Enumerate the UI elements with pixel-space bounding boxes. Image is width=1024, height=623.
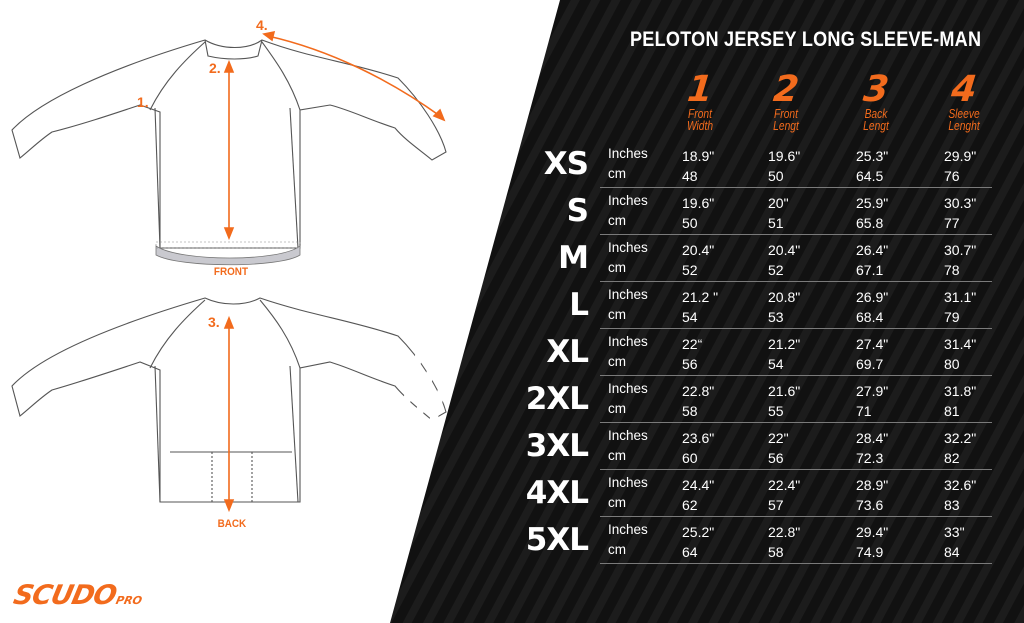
size-label-5xl: 5XL xyxy=(525,522,589,558)
size-label-2xl: 2XL xyxy=(525,381,589,417)
marker-3: 3. xyxy=(208,314,220,330)
row-separator xyxy=(600,375,992,376)
marker-1: 1. xyxy=(137,94,149,110)
size-label-xl: XL xyxy=(546,334,589,370)
front-hem xyxy=(155,245,301,266)
row-separator xyxy=(600,469,992,470)
size-label-s: S xyxy=(566,193,589,229)
marker-2: 2. xyxy=(209,60,221,76)
page-title: PELOTON JERSEY LONG SLEEVE-MAN xyxy=(630,28,982,51)
row-separator xyxy=(600,563,992,564)
row-separator xyxy=(600,516,992,517)
column-header-3: 3 Back Lengt xyxy=(861,69,891,133)
size-label-xs: XS xyxy=(543,146,589,182)
back-label: BACK xyxy=(217,518,247,530)
row-separator xyxy=(600,234,992,235)
row-separator xyxy=(600,187,992,188)
column-header-2: 2 Front Lengt xyxy=(771,69,801,133)
size-label-l: L xyxy=(569,287,589,323)
marker-4: 4. xyxy=(256,17,268,33)
front-label: FRONT xyxy=(213,266,248,278)
row-separator xyxy=(600,281,992,282)
size-label-m: M xyxy=(558,240,589,276)
row-separator xyxy=(600,328,992,329)
size-label-3xl: 3XL xyxy=(525,428,589,464)
size-label-4xl: 4XL xyxy=(525,475,589,511)
column-header-4: 4 Sleeve Lenght xyxy=(948,69,980,133)
column-header-1: 1 Front Width xyxy=(685,69,715,133)
measurement-arrows xyxy=(223,30,446,513)
row-separator xyxy=(600,422,992,423)
